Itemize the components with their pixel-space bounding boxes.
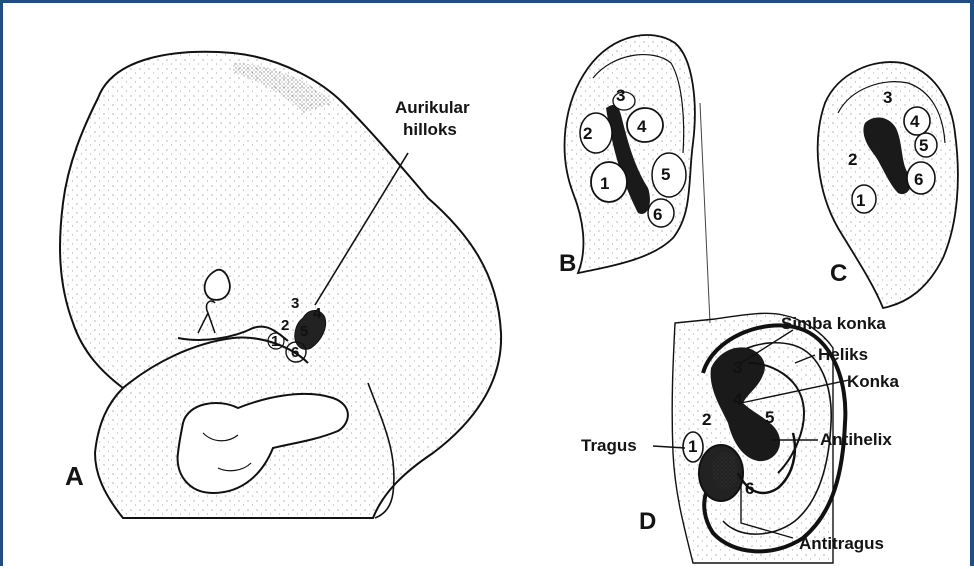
panel-label-d: D — [639, 508, 656, 535]
panel-c-hillock-4: 4 — [910, 112, 920, 131]
panel-a-embryo: 3 4 2 5 1 6 Aurikular hilloks A — [60, 52, 501, 518]
panel-label-b: B — [559, 250, 576, 277]
panel-c-hillock-1: 1 — [856, 191, 865, 210]
panel-label-c: C — [830, 260, 847, 287]
panel-c-hillock-2: 2 — [848, 150, 857, 169]
panel-a-hillock-5: 5 — [300, 323, 308, 340]
ear-development-diagram: 3 4 2 5 1 6 Aurikular hilloks A 3 4 2 1 … — [3, 3, 974, 569]
panel-d-hillock-5: 5 — [765, 408, 774, 427]
label-konka: Konka — [847, 372, 900, 391]
label-antitragus: Antitragus — [799, 534, 884, 553]
panel-c-ear: 3 4 5 2 6 1 C — [818, 62, 958, 308]
label-antihelix: Antihelix — [820, 430, 892, 449]
panel-d-hillock-3: 3 — [733, 358, 742, 377]
panel-c-hillock-6: 6 — [914, 170, 923, 189]
panel-d-ear: 3 4 2 5 1 6 Simba konka Heliks Konka Ant… — [581, 313, 900, 563]
label-tragus: Tragus — [581, 436, 637, 455]
panel-label-a: A — [65, 461, 84, 491]
panel-c-hillock-3: 3 — [883, 88, 892, 107]
panel-b-hillock-1: 1 — [600, 174, 609, 193]
panel-d-concha-inner — [712, 452, 738, 490]
panel-b-hillock-5: 5 — [661, 165, 670, 184]
panel-d-hillock-4: 4 — [733, 390, 743, 409]
label-simba-konka: Simba konka — [781, 314, 886, 333]
connector-line — [700, 103, 710, 323]
panel-b-hillock-2: 2 — [583, 124, 592, 143]
panel-b-hillock-6: 6 — [653, 205, 662, 224]
panel-d-hillock-1: 1 — [688, 437, 697, 456]
panel-a-hillock-6: 6 — [291, 344, 299, 361]
panel-b-ear: 3 4 2 1 5 6 B — [559, 35, 695, 277]
label-heliks: Heliks — [818, 345, 868, 364]
panel-b-hillock-3: 3 — [616, 86, 625, 105]
panel-d-hillock-2: 2 — [702, 410, 711, 429]
aurikular-label-line2: hilloks — [403, 120, 457, 139]
panel-a-hillock-2: 2 — [281, 317, 289, 334]
panel-b-hillock-4: 4 — [637, 117, 647, 136]
panel-a-hillock-3: 3 — [291, 295, 299, 312]
panel-c-hillock-5: 5 — [919, 136, 928, 155]
panel-a-hillock-4: 4 — [313, 305, 322, 322]
aurikular-label-line1: Aurikular — [395, 98, 470, 117]
panel-d-hillock-6: 6 — [745, 479, 754, 498]
